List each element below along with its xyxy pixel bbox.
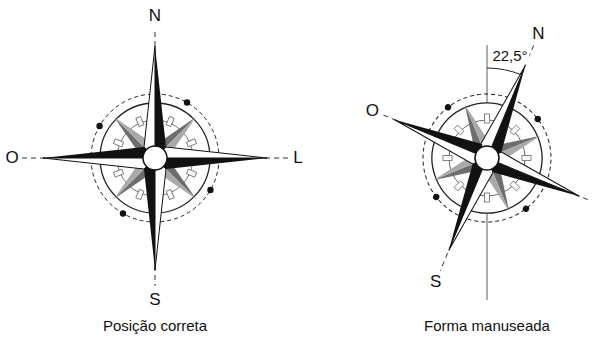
compass-rose (356, 27, 600, 288)
compass-rose (43, 46, 267, 270)
cardinal-letter: S (147, 290, 162, 310)
cardinal-letter: N (147, 6, 163, 26)
angle-label: 22,5° (490, 47, 529, 64)
cardinal-letter: L (291, 148, 304, 168)
cardinal-letter: O (3, 148, 20, 168)
angle-arc (487, 68, 521, 75)
caption: Posição correta (101, 317, 209, 334)
cardinal-letter: S (428, 272, 443, 292)
cardinal-letter: O (364, 101, 381, 121)
cardinal-letter: N (530, 24, 546, 44)
caption: Forma manuseada (422, 317, 552, 334)
